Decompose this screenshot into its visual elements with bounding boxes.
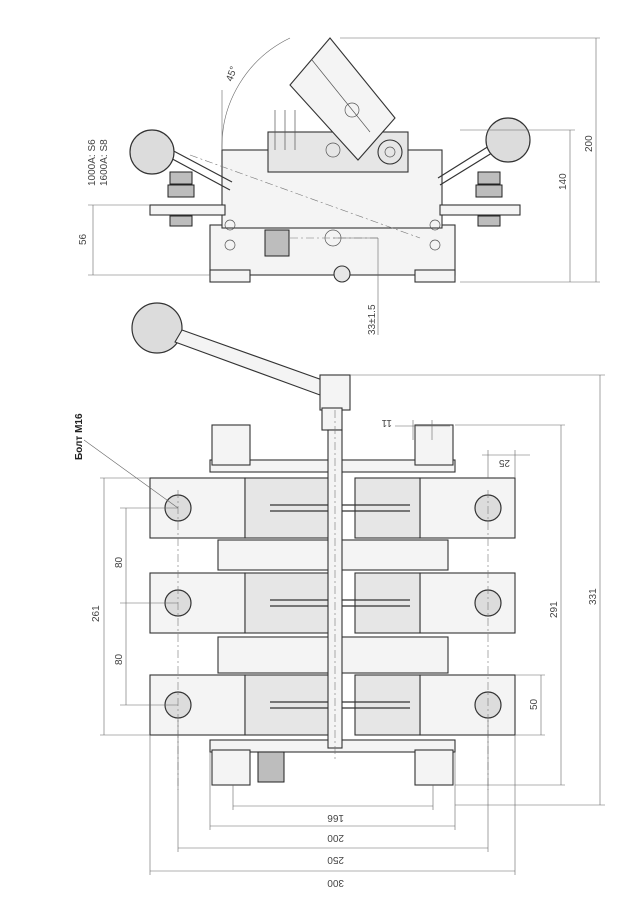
side-hole-1 [224, 219, 236, 231]
side-centerline-diag [189, 154, 421, 239]
angle-label: 45° [224, 65, 240, 83]
dim-80-bottom-label: 80 [114, 653, 125, 665]
pole-1-blade-right [354, 477, 421, 539]
dim-331-label: 331 [588, 588, 599, 605]
pole-2 [149, 572, 516, 634]
side-nut-left-3 [169, 215, 193, 227]
side-base-frame [209, 224, 456, 276]
side-nut-right-2 [475, 184, 503, 198]
dim-80-top-label: 80 [114, 556, 125, 568]
side-hole-2 [224, 239, 236, 251]
front-view: Болт М16 11 25 80 80 261 291 331 [74, 302, 605, 888]
side-pivot-right [377, 139, 403, 165]
front-handle-hub [319, 374, 351, 411]
side-nut-left-2 [167, 184, 195, 198]
side-nut-right-3 [477, 215, 501, 227]
side-knob-left [129, 129, 175, 175]
side-view: 45° 1000A: S6 1600A: S8 56 33±1.5 140 20… [78, 37, 600, 335]
dim-261-label: 261 [91, 605, 102, 622]
side-handle-slot [311, 59, 371, 133]
bolt-leader [83, 439, 179, 509]
side-handle-pin [344, 102, 360, 118]
front-clamp-nut [257, 751, 285, 783]
front-foot-top-right [414, 424, 454, 466]
side-flange-right [439, 204, 521, 216]
side-bottom-pin [333, 265, 351, 283]
rating-1600a: 1600A: S8 [99, 139, 110, 186]
dim-56-label: 56 [78, 233, 89, 245]
side-pivot-right-inner [384, 146, 396, 158]
front-foot-top-left [211, 424, 251, 466]
pole-3-blade-right [354, 674, 421, 736]
bolt-label: Болт М16 [74, 413, 85, 460]
side-hole-3 [429, 219, 441, 231]
side-foot-left [209, 269, 251, 283]
side-arm-right [439, 147, 501, 186]
rating-1000a: 1000A: S6 [87, 139, 98, 186]
dim-291-label: 291 [549, 601, 560, 618]
side-arm-left [164, 154, 231, 191]
dim-166-label: 166 [327, 812, 344, 823]
side-knob-right [485, 117, 531, 163]
side-foot-right [414, 269, 456, 283]
front-handle-knob [131, 302, 183, 354]
side-nut-right-1 [477, 171, 501, 185]
dim-11-label: 11 [381, 417, 392, 428]
side-arm-left-edge [167, 147, 233, 183]
dim-200-label: 200 [584, 135, 595, 152]
dim-250-label: 250 [327, 854, 344, 865]
dim-33-label: 33±1.5 [367, 304, 378, 335]
side-pivot-left [325, 142, 341, 158]
front-foot-bottom-left [211, 749, 251, 786]
dim-200-bottom-label: 200 [327, 832, 344, 843]
pole-2-blade-right [354, 572, 421, 634]
side-clamp-nut [264, 229, 290, 257]
side-nut-left-1 [169, 171, 193, 185]
dim-25-label: 25 [498, 457, 510, 468]
front-handle-shaft [321, 407, 343, 431]
pole-1-blade-left [244, 477, 331, 539]
pole-3-blade-left [244, 674, 331, 736]
side-hole-4 [429, 239, 441, 251]
dim-50-label: 50 [529, 698, 540, 710]
side-handle-bracket [289, 37, 396, 161]
dim-300-label: 300 [327, 877, 344, 888]
dim-140-label: 140 [558, 173, 569, 190]
front-handle-lever [174, 329, 329, 396]
angle-arc [221, 37, 291, 151]
pole-2-blade-left [244, 572, 331, 634]
side-flange-left [149, 204, 226, 216]
front-foot-bottom-right [414, 749, 454, 786]
